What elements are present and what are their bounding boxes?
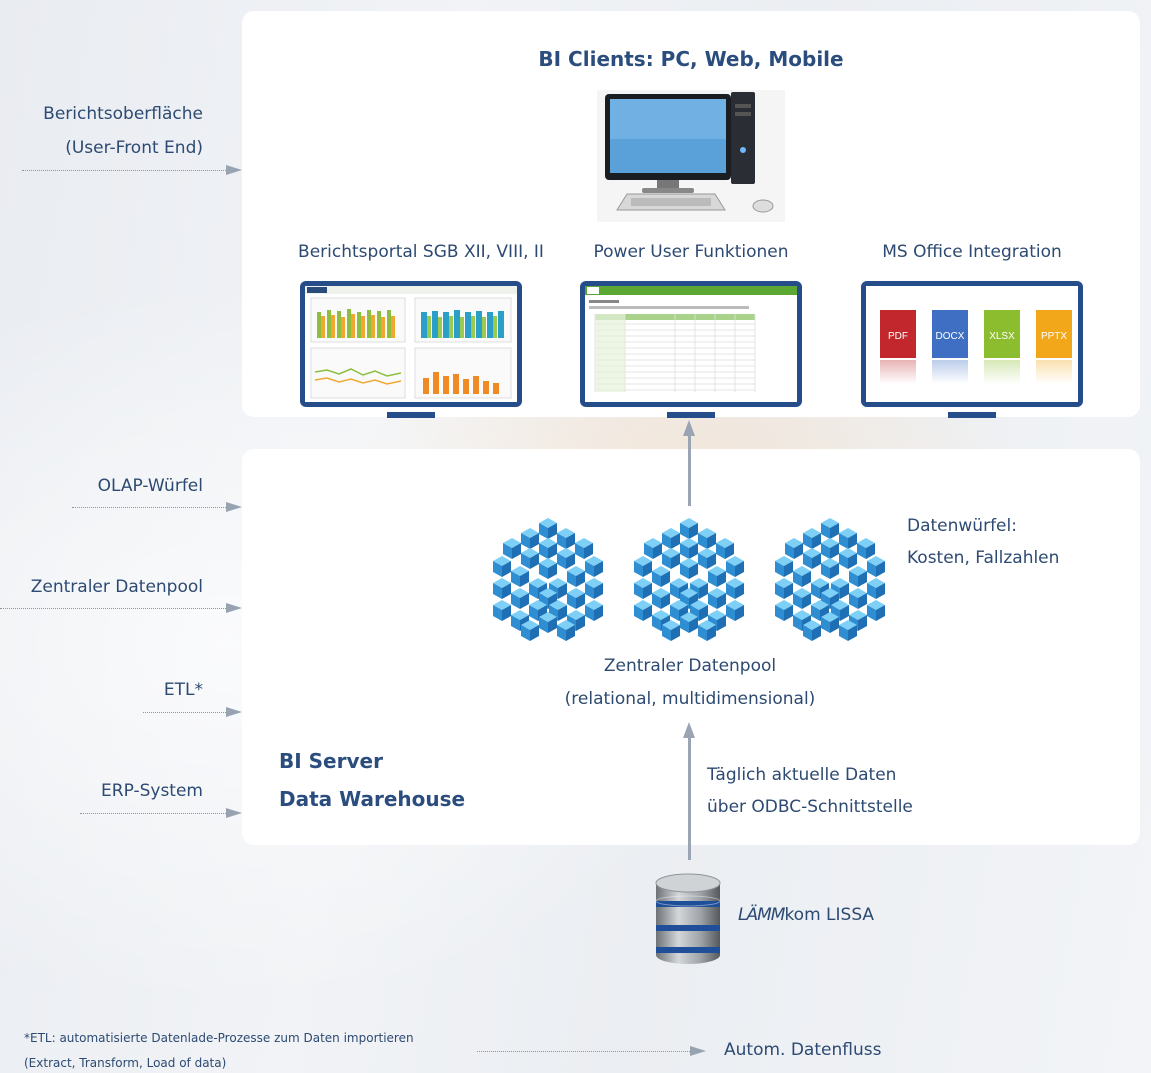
connector-arrowhead xyxy=(226,603,242,613)
connector-line xyxy=(0,608,226,609)
datapool-caption-line1: Zentraler Datenpool xyxy=(603,656,777,676)
label-frontend-line1: Berichtsoberfläche xyxy=(43,104,203,124)
connector-arrowhead xyxy=(226,808,242,818)
connector-arrowhead xyxy=(226,707,242,717)
update-caption-line2: über ODBC-Schnittstelle xyxy=(707,797,913,817)
label-erp: ERP-System xyxy=(101,781,203,801)
server-title-line2: Data Warehouse xyxy=(279,787,466,811)
label-etl: ETL* xyxy=(163,680,203,700)
connector-arrowhead xyxy=(226,165,242,175)
database-icon xyxy=(655,873,721,964)
footnote-line1: *ETL: automatisierte Datenlade-Prozesse … xyxy=(24,1031,414,1045)
pptx-reflection xyxy=(1036,360,1072,384)
footnote-line2: (Extract, Transform, Load of data) xyxy=(24,1056,227,1070)
monitor-reports xyxy=(300,281,522,418)
source-name-suffix: kom LISSA xyxy=(784,905,875,925)
connector-line xyxy=(72,507,226,508)
monitor-stand xyxy=(387,412,435,418)
client-label-poweruser: Power User Funktionen xyxy=(593,242,789,262)
legend-label: Autom. Datenfluss xyxy=(724,1040,882,1060)
source-name: LÄMMkom LISSA xyxy=(738,905,874,925)
data-cube-icon xyxy=(492,516,604,644)
server-panel xyxy=(242,449,1140,845)
pdf-reflection xyxy=(880,360,916,384)
monitor-stand xyxy=(948,412,996,418)
cubes-caption-line1: Datenwürfel: xyxy=(907,516,1017,536)
data-cube-icon xyxy=(774,516,886,644)
flow-arrowhead-up xyxy=(683,420,695,436)
docx-icon: DOCX xyxy=(932,310,968,358)
connector-line xyxy=(22,170,226,171)
flow-line-cubes-to-clients xyxy=(688,436,691,506)
server-title-line1: BI Server xyxy=(279,749,383,773)
label-datapool: Zentraler Datenpool xyxy=(30,577,203,597)
label-olap: OLAP-Würfel xyxy=(97,476,203,496)
xlsx-icon: XLSX xyxy=(984,310,1020,358)
xlsx-reflection xyxy=(984,360,1020,384)
flow-line-db-to-datapool xyxy=(688,738,691,860)
clients-title: BI Clients: PC, Web, Mobile xyxy=(538,47,844,71)
office-screen: PDF DOCX XLSX PPTX xyxy=(866,286,1078,402)
computer-icon xyxy=(597,90,785,222)
dashboard-screenshot xyxy=(305,286,517,402)
connector-line xyxy=(80,813,226,814)
pptx-icon: PPTX xyxy=(1036,310,1072,358)
pdf-icon: PDF xyxy=(880,310,916,358)
monitor-office: PDF DOCX XLSX PPTX xyxy=(861,281,1083,418)
datapool-caption-line2: (relational, multidimensional) xyxy=(564,689,816,709)
connector-arrowhead xyxy=(226,502,242,512)
table-screenshot xyxy=(585,286,797,402)
connector-line xyxy=(143,712,226,713)
flow-arrowhead-up xyxy=(683,722,695,738)
update-caption-line1: Täglich aktuelle Daten xyxy=(707,765,897,785)
cubes-caption-line2: Kosten, Fallzahlen xyxy=(907,548,1060,568)
client-label-reports: Berichtsportal SGB XII, VIII, II xyxy=(298,242,544,262)
monitor-stand xyxy=(667,412,715,418)
client-label-office: MS Office Integration xyxy=(882,242,1062,262)
legend-arrowhead xyxy=(690,1046,706,1056)
data-cube-icon xyxy=(633,516,745,644)
label-frontend-line2: (User-Front End) xyxy=(65,138,203,158)
lammkom-logo: LÄMM xyxy=(738,905,785,925)
monitor-poweruser xyxy=(580,281,802,418)
docx-reflection xyxy=(932,360,968,384)
legend-line xyxy=(477,1051,690,1052)
